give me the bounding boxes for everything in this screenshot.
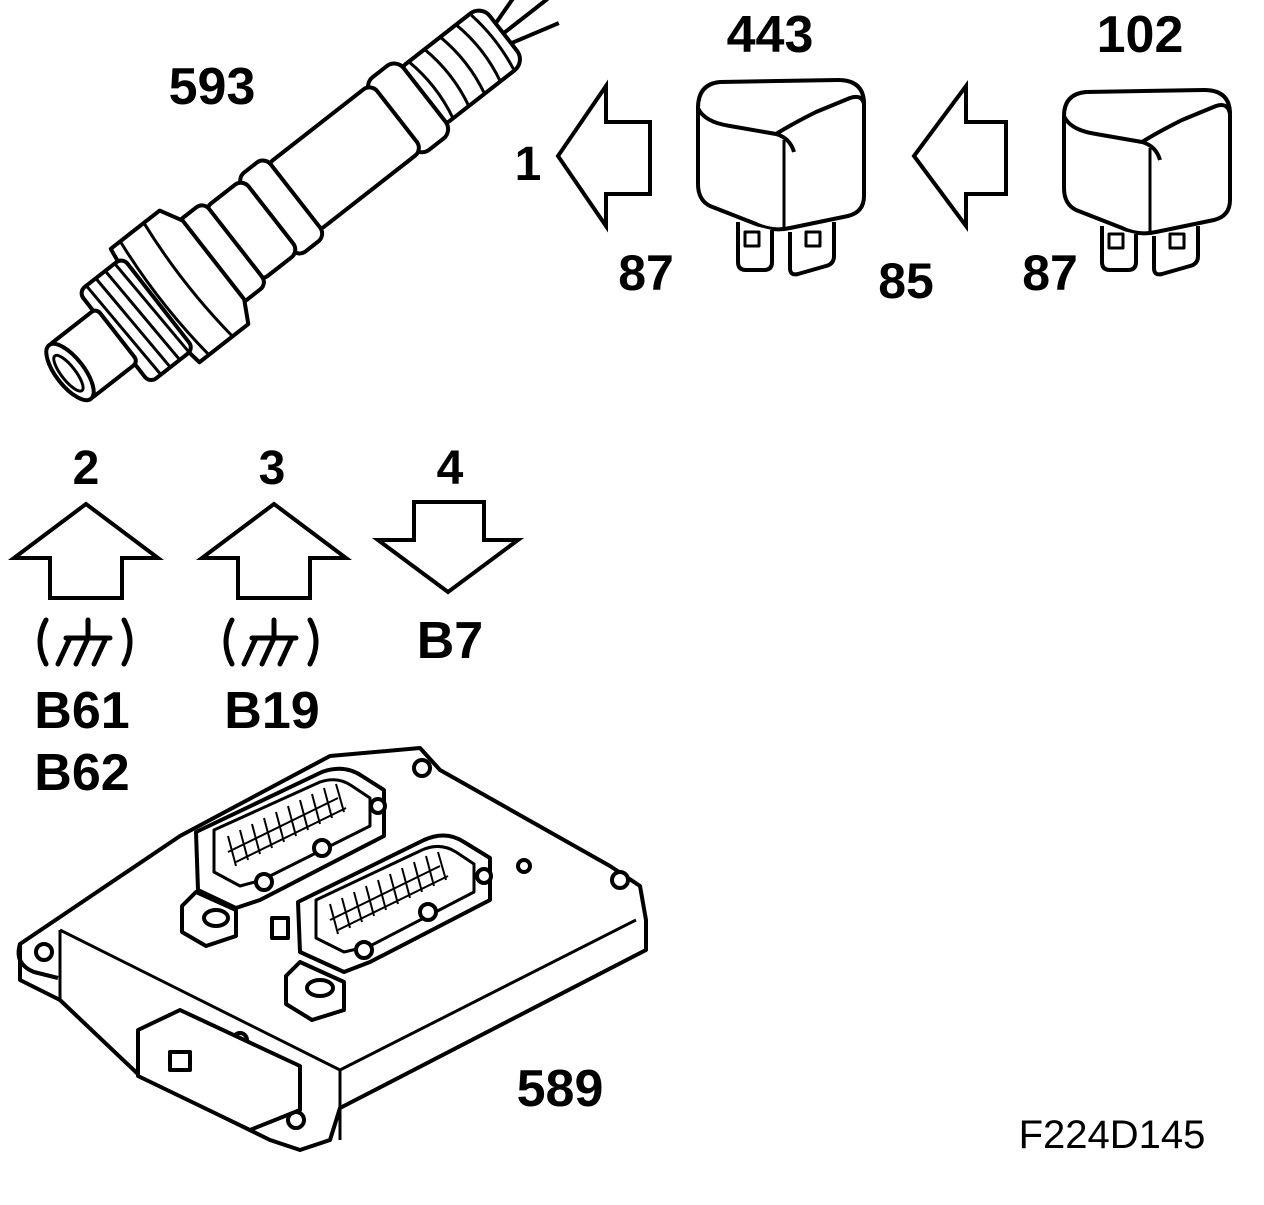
relay-443-illustration — [696, 78, 866, 277]
relay-102-terminal-87: 87 — [1022, 245, 1078, 301]
arrow-2-pin-b62: B62 — [34, 744, 129, 802]
ground-symbol-icon — [223, 617, 319, 667]
arrow-up-3 — [196, 501, 352, 600]
arrow-2-pin-b61: B61 — [34, 682, 129, 740]
arrow-left-85 — [911, 79, 1008, 233]
arrow-3-label: 3 — [259, 442, 286, 495]
oxygen-sensor-illustration — [44, 0, 560, 403]
arrow-down-4 — [371, 500, 525, 595]
control-module-illustration — [16, 746, 648, 1152]
ground-symbol-icon — [37, 617, 133, 667]
relay-102-illustration — [1062, 88, 1232, 277]
relay-443-terminal-85: 85 — [878, 253, 934, 309]
relay-102-number: 102 — [1097, 6, 1184, 64]
oxygen-sensor-number: 593 — [169, 58, 256, 116]
arrow-up-2 — [7, 501, 164, 600]
relay-443-terminal-87: 87 — [618, 245, 674, 301]
relay-443-number: 443 — [727, 6, 814, 64]
arrow-4-label: 4 — [437, 442, 464, 495]
arrow-1-label: 1 — [515, 138, 542, 191]
arrow-left-1 — [555, 79, 652, 233]
arrow-2-label: 2 — [73, 442, 100, 495]
arrow-4-pin-b7: B7 — [417, 612, 483, 670]
arrow-3-pin-b19: B19 — [224, 682, 319, 740]
figure-code: F224D145 — [1019, 1113, 1206, 1157]
control-module-number: 589 — [517, 1060, 604, 1118]
